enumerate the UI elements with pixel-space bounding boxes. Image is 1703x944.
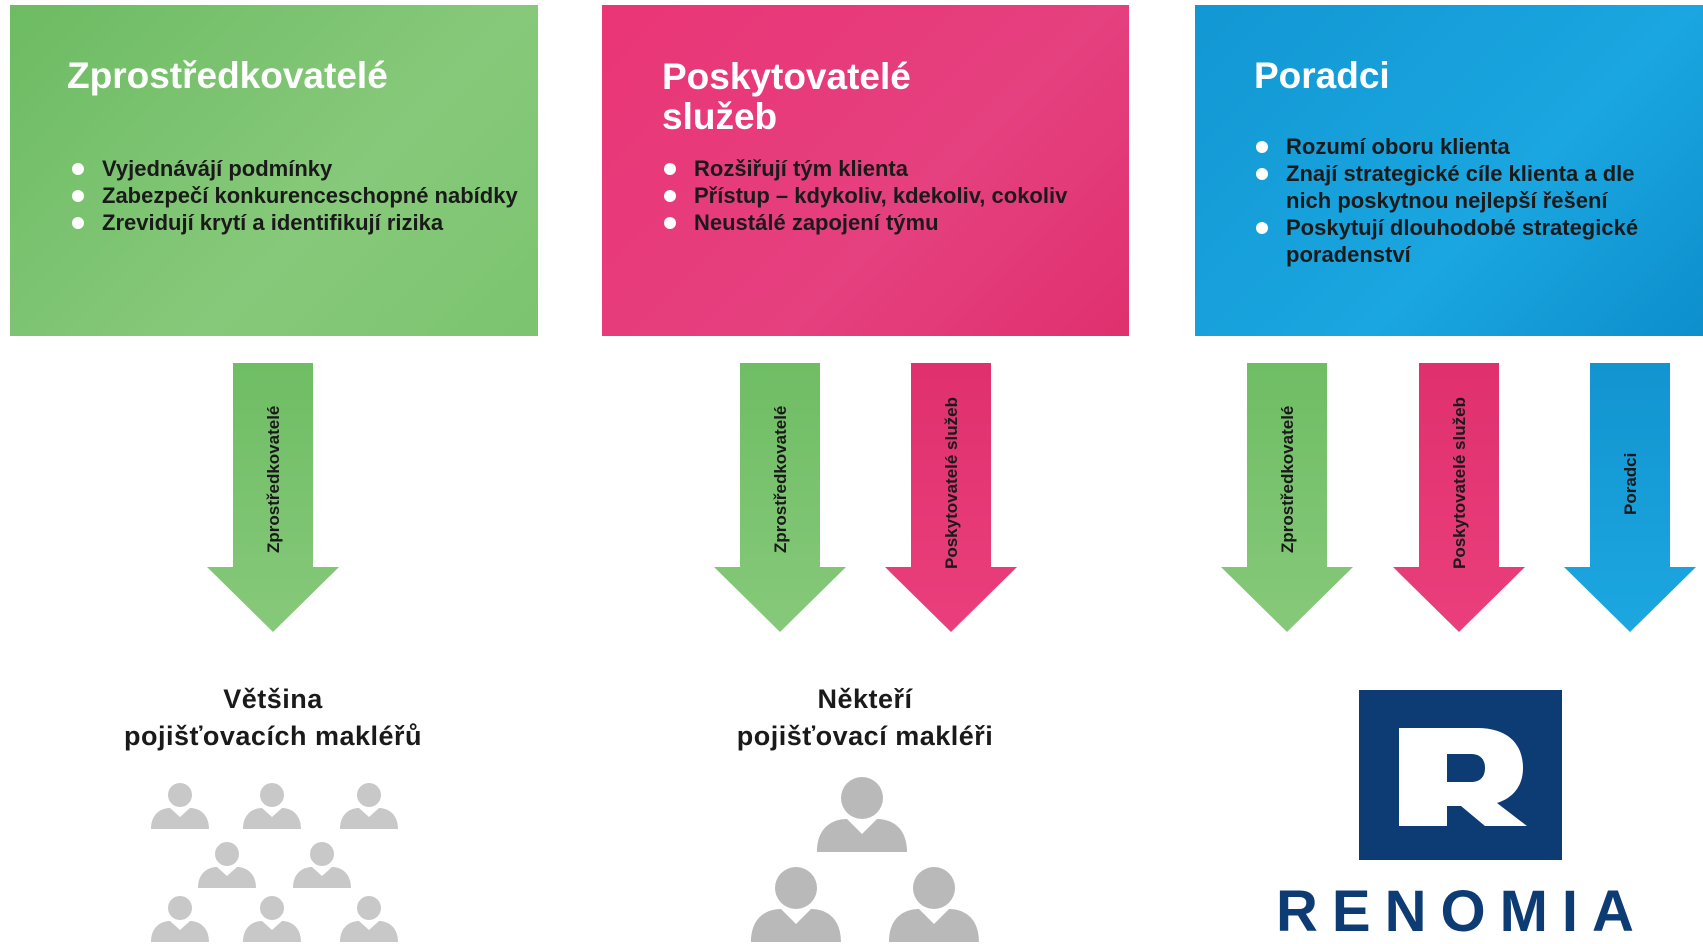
arrow-label: Zprostředkovatelé bbox=[771, 406, 790, 553]
card-title-line: služeb bbox=[662, 96, 778, 137]
arrow-label: Poradci bbox=[1621, 453, 1640, 515]
bullet-dot-icon bbox=[664, 217, 676, 229]
card-title-line: Poskytovatelé bbox=[662, 56, 911, 97]
bullet-dot-icon bbox=[1256, 141, 1268, 153]
arrow-intermediaries-col1: Zprostředkovatelé bbox=[207, 363, 339, 632]
arrow-intermediaries-col2: Zprostředkovatelé bbox=[714, 363, 846, 632]
bullet-item: Zrevidují krytí a identifikují rizika bbox=[70, 209, 530, 236]
bullet-dot-icon bbox=[1256, 222, 1268, 234]
person-icon bbox=[243, 896, 301, 942]
card-intermediaries: Zprostředkovatelé Vyjednávájí podmínky Z… bbox=[10, 5, 538, 336]
bullet-dot-icon bbox=[72, 217, 84, 229]
bullet-item: Poskytují dlouhodobé strategické poraden… bbox=[1254, 214, 1684, 268]
arrow-service-providers-col3: Poskytovatelé služeb bbox=[1393, 363, 1525, 632]
bullet-list-service-providers: Rozšiřují tým klienta Přístup – kdykoliv… bbox=[662, 155, 1102, 236]
bullet-item: Rozšiřují tým klienta bbox=[662, 155, 1102, 182]
card-advisors: Poradci Rozumí oboru klienta Znají strat… bbox=[1195, 5, 1703, 336]
person-icon bbox=[889, 867, 979, 942]
bullet-list-advisors: Rozumí oboru klienta Znají strategické c… bbox=[1254, 133, 1684, 268]
card-title-advisors: Poradci bbox=[1254, 55, 1390, 96]
bullet-dot-icon bbox=[1256, 168, 1268, 180]
caption-line: Někteří bbox=[817, 684, 913, 714]
bullet-dot-icon bbox=[72, 190, 84, 202]
person-icon bbox=[151, 896, 209, 942]
person-icon bbox=[151, 783, 209, 829]
arrow-label: Zprostředkovatelé bbox=[264, 406, 283, 553]
person-icon bbox=[243, 783, 301, 829]
bullet-dot-icon bbox=[664, 190, 676, 202]
person-icon bbox=[751, 867, 841, 942]
person-icon bbox=[293, 842, 351, 888]
bullet-item: Zabezpečí konkurenceschopné nabídky bbox=[70, 182, 530, 209]
card-title-intermediaries: Zprostředkovatelé bbox=[67, 55, 388, 96]
bullet-item: Neustálé zapojení týmu bbox=[662, 209, 1102, 236]
bullet-item: Rozumí oboru klienta bbox=[1254, 133, 1684, 160]
person-icon-group-some bbox=[751, 777, 979, 942]
bullet-item: Znají strategické cíle klienta a dle nic… bbox=[1254, 160, 1684, 214]
bullet-list-intermediaries: Vyjednávájí podmínky Zabezpečí konkurenc… bbox=[70, 155, 530, 236]
bullet-dot-icon bbox=[72, 163, 84, 175]
arrow-label: Poskytovatelé služeb bbox=[1450, 397, 1469, 569]
arrow-advisors-col3: Poradci bbox=[1564, 363, 1696, 632]
bullet-item: Přístup – kdykoliv, kdekoliv, cokoliv bbox=[662, 182, 1102, 209]
arrow-service-providers-col2: Poskytovatelé služeb bbox=[885, 363, 1017, 632]
caption-some-brokers: Někteří pojišťovací makléři bbox=[655, 681, 1075, 755]
person-icon bbox=[340, 783, 398, 829]
r-letter-icon bbox=[1399, 728, 1527, 826]
caption-line: pojišťovacích makléřů bbox=[123, 721, 423, 751]
caption-line: pojišťovací makléři bbox=[736, 721, 994, 751]
renomia-logo-mark bbox=[1359, 690, 1562, 860]
person-icon-group-many bbox=[151, 783, 398, 942]
bullet-item: Vyjednávájí podmínky bbox=[70, 155, 530, 182]
arrow-intermediaries-col3: Zprostředkovatelé bbox=[1221, 363, 1353, 632]
renomia-wordmark: RENOMIA bbox=[1276, 879, 1648, 944]
arrow-label: Zprostředkovatelé bbox=[1278, 406, 1297, 553]
caption-most-brokers: Většina pojišťovacích makléřů bbox=[60, 681, 486, 755]
person-icon bbox=[198, 842, 256, 888]
caption-line: Většina bbox=[223, 684, 323, 714]
bullet-dot-icon bbox=[664, 163, 676, 175]
person-icon bbox=[340, 896, 398, 942]
card-service-providers: Poskytovatelé služeb Rozšiřují tým klien… bbox=[602, 5, 1129, 336]
card-title-service-providers: Poskytovatelé služeb bbox=[662, 57, 911, 137]
arrow-label: Poskytovatelé služeb bbox=[942, 397, 961, 569]
person-icon bbox=[817, 777, 907, 852]
